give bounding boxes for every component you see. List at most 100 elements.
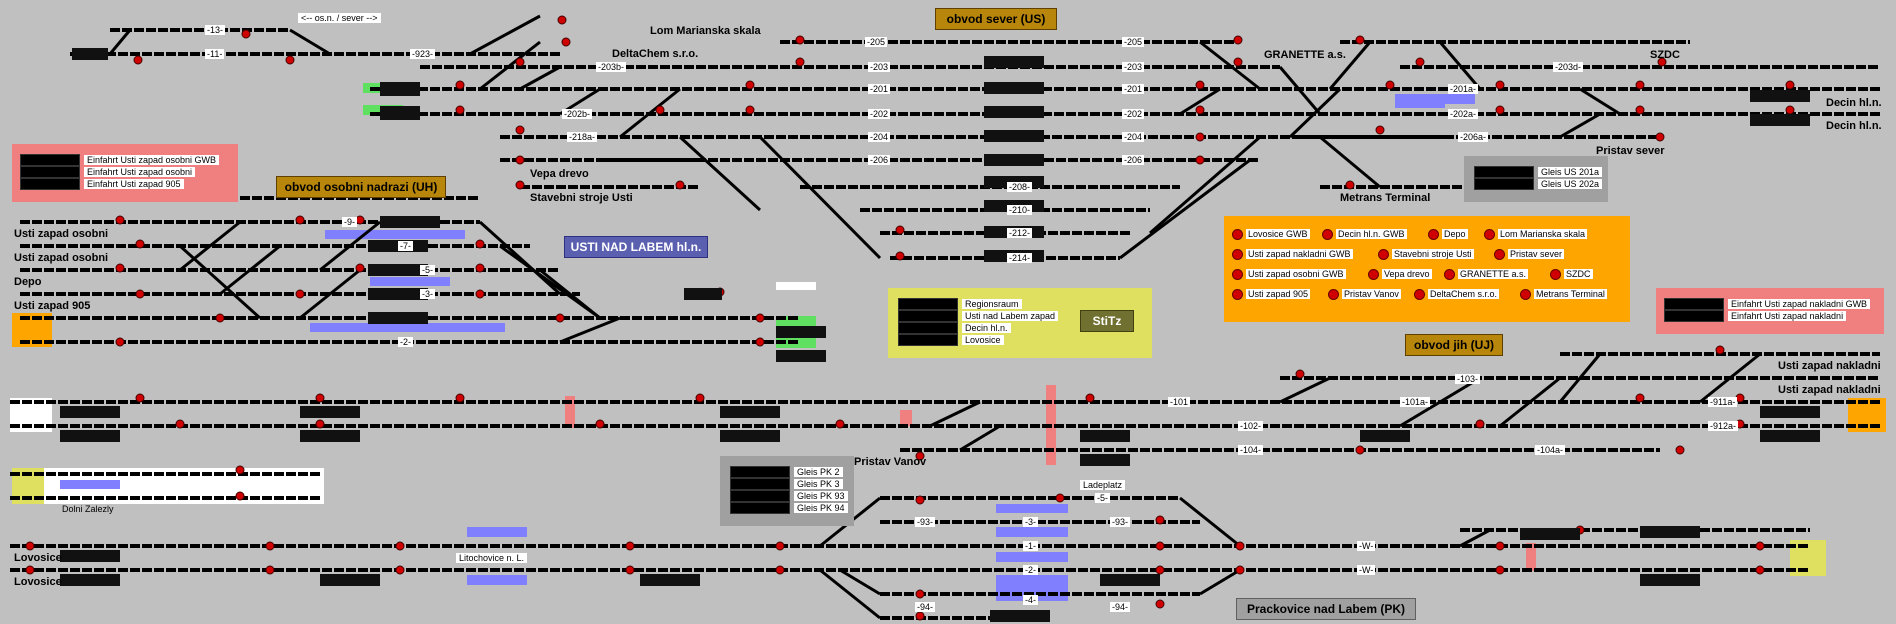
place-label-usti-zapad-osobni-1: Usti zapad osobni — [14, 228, 109, 240]
route-button[interactable] — [1664, 310, 1724, 322]
dest-dot-icon — [1550, 268, 1561, 280]
track-label: -4- — [1023, 595, 1038, 605]
track-label: -103- — [1455, 374, 1481, 384]
place-label-pristav-vanov: Pristav Vanov — [854, 456, 927, 468]
track-switches — [108, 14, 1761, 620]
track-label: -102- — [1238, 421, 1264, 431]
panel-item: Gleis PK 3 — [794, 479, 843, 489]
dest-vepa[interactable]: Vepa drevo — [1368, 268, 1438, 280]
panel-item: Gleis US 202a — [1538, 179, 1603, 189]
track-label: -923- — [410, 49, 436, 59]
place-label-usti-zapad-905: Usti zapad 905 — [14, 300, 91, 312]
track-label: -214- — [1007, 253, 1033, 263]
route-button[interactable] — [1474, 178, 1534, 190]
panel-item: Einfahrt Usti zapad nakladni — [1728, 311, 1847, 321]
dest-usti-905[interactable]: Usti zapad 905 — [1232, 288, 1322, 300]
dest-dot-icon — [1484, 228, 1495, 240]
route-button[interactable] — [730, 502, 790, 514]
place-label-granette: GRANETTE a.s. — [1264, 49, 1346, 61]
dest-dot-icon — [1328, 288, 1339, 300]
dest-szdc[interactable]: SZDC — [1550, 268, 1593, 280]
place-label-deltachem: DeltaChem s.r.o. — [612, 48, 699, 60]
place-label-usti-zapad-nakladni-2: Usti zapad nakladni — [1778, 384, 1881, 396]
panel-regions: Regionsraum Usti nad Labem zapad Decin h… — [888, 288, 1152, 358]
dest-deltachem[interactable]: DeltaChem s.r.o. — [1414, 288, 1514, 300]
place-label-lovosice-1: Lovosice — [14, 552, 62, 564]
dest-pristav-sever[interactable]: Pristav sever — [1494, 248, 1565, 260]
dest-dot-icon — [1378, 248, 1389, 260]
destination-selector: Lovosice GWB Decin hl.n. GWB Depo Lom Ma… — [1224, 216, 1630, 322]
route-button[interactable] — [898, 298, 958, 310]
track-label: -2- — [1023, 565, 1038, 575]
route-button[interactable] — [20, 154, 80, 166]
track-label: -1- — [1023, 541, 1038, 551]
track-label: -94- — [1110, 602, 1131, 612]
stitz-button[interactable]: StiTz — [1080, 310, 1134, 332]
dest-decin-gwb[interactable]: Decin hl.n. GWB — [1322, 228, 1422, 240]
panel-item: Lovosice — [962, 335, 1004, 345]
route-button[interactable] — [20, 166, 80, 178]
place-label-depo: Depo — [14, 276, 42, 288]
dest-granette[interactable]: GRANETTE a.s. — [1444, 268, 1544, 280]
track-label: -13- — [205, 25, 226, 35]
panel-item: Einfahrt Usti zapad osobni — [84, 167, 196, 177]
place-label-vepa: Vepa drevo — [530, 168, 589, 180]
dest-usti-nakladni-gwb[interactable]: Usti zapad nakladni GWB — [1232, 248, 1372, 260]
track-label: -206 — [868, 155, 891, 165]
route-button[interactable] — [730, 466, 790, 478]
dest-label: Lovosice GWB — [1246, 229, 1310, 239]
route-button[interactable] — [1664, 298, 1724, 310]
route-button[interactable] — [20, 178, 80, 190]
track-label: -212- — [1007, 228, 1033, 238]
panel-item: Gleis US 201a — [1538, 167, 1603, 177]
dest-dot-icon — [1232, 228, 1243, 240]
dest-label: Metrans Terminal — [1534, 289, 1607, 299]
panel-einfahrt-nakladni: Einfahrt Usti zapad nakladni GWB Einfahr… — [1656, 288, 1884, 334]
dest-label: SZDC — [1564, 269, 1593, 279]
track-label: -201 — [1122, 84, 1145, 94]
dest-dot-icon — [1232, 248, 1243, 260]
track-label: -104- — [1238, 445, 1264, 455]
panel-einfahrt-osobni: Einfahrt Usti zapad osobni GWB Einfahrt … — [12, 144, 238, 202]
panel-item: Gleis PK 94 — [794, 503, 848, 513]
route-button[interactable] — [898, 322, 958, 334]
route-button[interactable] — [730, 478, 790, 490]
dest-stavebni[interactable]: Stavebni stroje Usti — [1378, 248, 1488, 260]
place-label-usti-zapad-nakladni-1: Usti zapad nakladni — [1778, 360, 1881, 372]
route-button[interactable] — [1474, 166, 1534, 178]
track-label: -203 — [1122, 62, 1145, 72]
area-label-obvod-sever: obvod sever (US) — [935, 8, 1057, 30]
panel-item: Regionsraum — [962, 299, 1022, 309]
place-label-ladeplatz: Ladeplatz — [1080, 480, 1126, 490]
place-label-usti-zapad-osobni-2: Usti zapad osobni — [14, 252, 109, 264]
route-button[interactable] — [730, 490, 790, 502]
dest-label: DeltaChem s.r.o. — [1428, 289, 1500, 299]
track-label: -3- — [1023, 517, 1038, 527]
track-label: -202 — [868, 109, 891, 119]
route-button[interactable] — [898, 310, 958, 322]
dest-depo[interactable]: Depo — [1428, 228, 1478, 240]
track-label: -208- — [1007, 182, 1033, 192]
route-button[interactable] — [898, 334, 958, 346]
dest-dot-icon — [1414, 288, 1425, 300]
area-label-usti-nad-labem: USTI NAD LABEM hl.n. — [564, 236, 708, 258]
dest-dot-icon — [1232, 268, 1243, 280]
dest-label: Vepa drevo — [1382, 269, 1432, 279]
place-label-pristav-sever: Pristav sever — [1596, 145, 1665, 157]
track-label: -101a- — [1400, 397, 1431, 407]
panel-item: Decin hl.n. — [962, 323, 1011, 333]
dest-lovosice-gwb[interactable]: Lovosice GWB — [1232, 228, 1316, 240]
place-label-lom-marianska: Lom Marianska skala — [650, 25, 761, 37]
track-label: -93- — [1110, 517, 1131, 527]
track-label: -204 — [868, 132, 891, 142]
dest-pristav-vanov[interactable]: Pristav Vanov — [1328, 288, 1408, 300]
track-label: -5- — [1095, 493, 1110, 503]
track-label: -210- — [1007, 205, 1033, 215]
area-label-obvod-osobni: obvod osobni nadrazi (UH) — [276, 176, 446, 198]
dest-usti-osobni-gwb[interactable]: Usti zapad osobni GWB — [1232, 268, 1362, 280]
area-label-obvod-jih: obvod jih (UJ) — [1405, 334, 1503, 356]
track-label: -911a- — [1708, 397, 1738, 407]
dest-lom-marianska[interactable]: Lom Marianska skala — [1484, 228, 1588, 240]
dest-metrans[interactable]: Metrans Terminal — [1520, 288, 1607, 300]
track-label: -201a- — [1448, 84, 1479, 94]
